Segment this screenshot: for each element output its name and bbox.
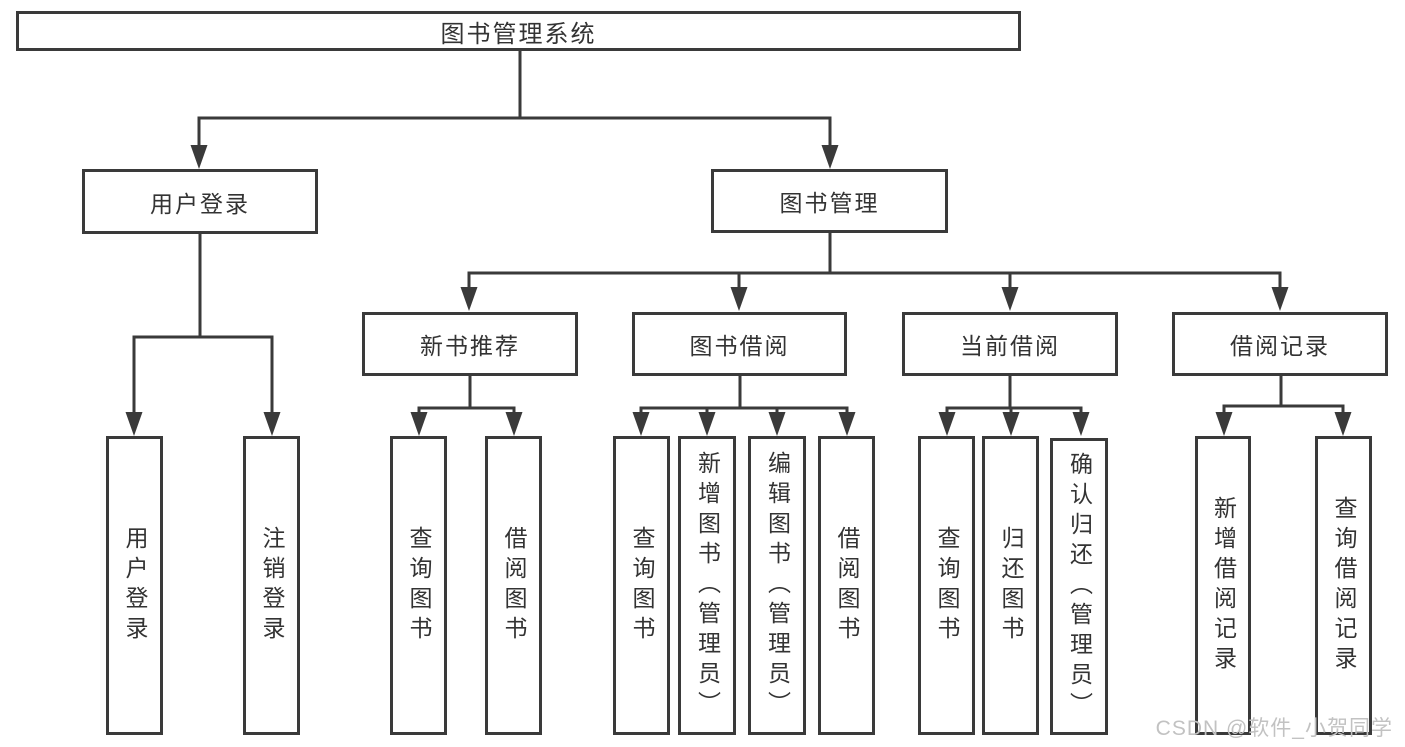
leaf-label: 查询借阅记录	[1331, 495, 1357, 676]
leaf-user-login: 用户登录	[106, 436, 163, 735]
leaf-label: 用户登录	[122, 525, 148, 646]
leaf-return-book: 归还图书	[982, 436, 1039, 735]
connector-root-to-level2	[190, 51, 839, 169]
leaf-label: 编辑图书（管理员）	[764, 450, 791, 721]
node-new-book-recommendation: 新书推荐	[362, 312, 578, 376]
leaf-label: 新增借阅记录	[1210, 495, 1237, 676]
leaf-label: 确认归还（管理员）	[1066, 451, 1093, 722]
node-label: 图书借阅	[689, 333, 790, 359]
leaf-label: 新增图书（管理员）	[694, 450, 721, 721]
leaf-edit-book-admin: 编辑图书（管理员）	[748, 436, 806, 735]
leaf-confirm-return-admin: 确认归还（管理员）	[1050, 438, 1108, 735]
connector-book-borrowing-to-leaves	[632, 376, 856, 436]
node-current-borrowing: 当前借阅	[902, 312, 1118, 376]
node-label: 当前借阅	[960, 333, 1060, 359]
connector-borrowing-records-to-leaves	[1215, 376, 1352, 436]
leaf-query-books-borrowing: 查询图书	[613, 436, 670, 735]
leaf-logout: 注销登录	[243, 436, 300, 735]
leaf-label: 查询图书	[934, 525, 960, 646]
leaf-add-book-admin: 新增图书（管理员）	[678, 436, 736, 735]
leaf-label: 借阅图书	[834, 525, 860, 646]
connector-new-book-to-leaves	[410, 376, 523, 436]
node-borrowing-records: 借阅记录	[1172, 312, 1388, 376]
node-label: 借阅记录	[1230, 333, 1330, 359]
leaf-label: 查询图书	[629, 525, 655, 646]
node-label: 用户登录	[150, 190, 250, 217]
node-book-borrowing: 图书借阅	[632, 312, 847, 376]
leaf-borrow-books-borrowing: 借阅图书	[818, 436, 875, 735]
node-label: 新书推荐	[420, 333, 520, 359]
node-book-management: 图书管理	[711, 169, 948, 233]
connector-user-login-to-leaves	[125, 234, 281, 436]
leaf-borrow-books-recommend: 借阅图书	[485, 436, 542, 735]
node-library-management-system: 图书管理系统	[16, 11, 1021, 51]
csdn-watermark: CSDN @软件_小贺同学	[1155, 717, 1393, 740]
connector-current-borrowing-to-leaves	[938, 376, 1090, 436]
node-user-login: 用户登录	[82, 169, 318, 234]
leaf-query-borrow-record: 查询借阅记录	[1315, 436, 1372, 735]
connector-book-management-to-level3	[460, 233, 1289, 311]
node-label: 图书管理	[779, 190, 880, 216]
leaf-add-borrow-record: 新增借阅记录	[1195, 436, 1251, 735]
leaf-query-books-recommend: 查询图书	[390, 436, 447, 735]
leaf-label: 借阅图书	[501, 525, 527, 646]
node-label: 图书管理系统	[440, 20, 597, 48]
leaf-query-books-current: 查询图书	[918, 436, 975, 735]
leaf-label: 注销登录	[259, 525, 285, 646]
leaf-label: 归还图书	[998, 525, 1024, 646]
leaf-label: 查询图书	[406, 525, 432, 646]
